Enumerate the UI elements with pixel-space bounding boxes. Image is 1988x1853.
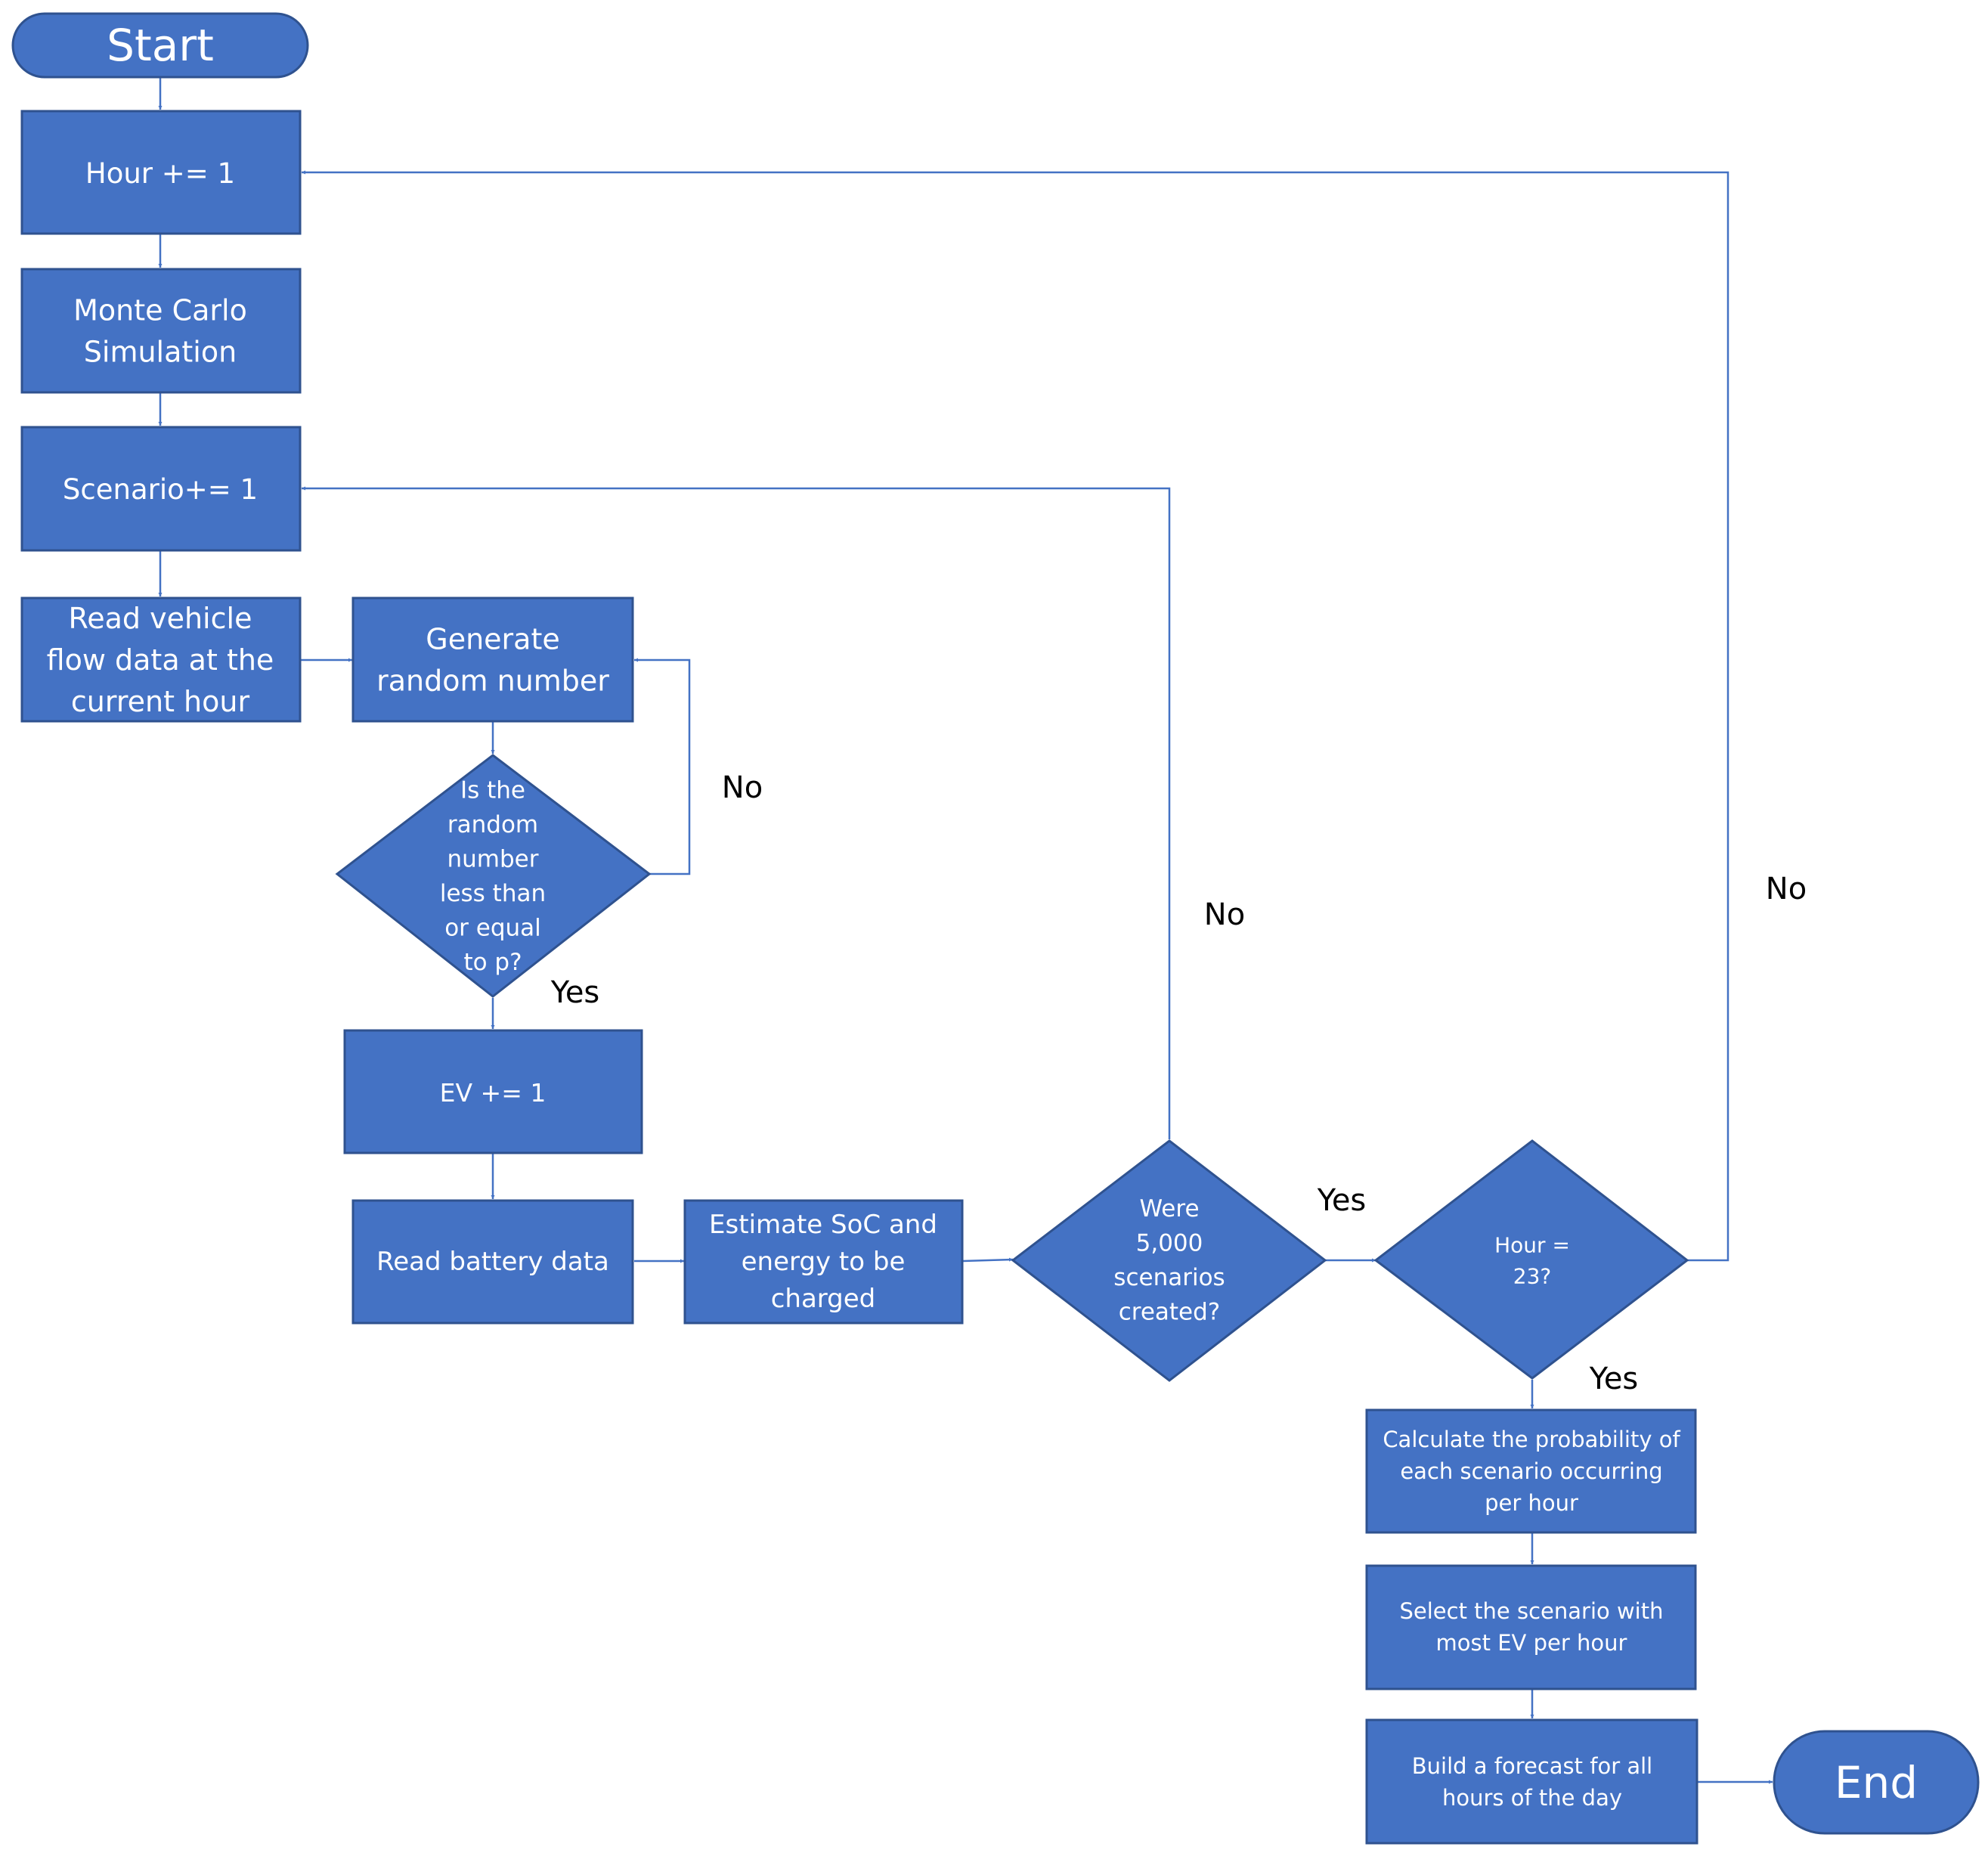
connector-check-no-loop (634, 658, 691, 875)
select-scenario-line: most EV per hour (1436, 1630, 1627, 1656)
check-scenarios-line: 5,000 (1136, 1229, 1203, 1257)
check-p-line: less than (440, 880, 546, 907)
ev-inc-line: EV += 1 (440, 1078, 547, 1108)
read-flow-line: current hour (71, 685, 250, 718)
check-scenarios-line: Were (1139, 1195, 1199, 1222)
shapes (11, 12, 1980, 1845)
check-hour-line: 23? (1513, 1263, 1552, 1288)
start-line: Start (107, 20, 214, 71)
hour-inc-line: Hour += 1 (85, 157, 235, 190)
hour-increment-box (20, 110, 302, 235)
gen-random-line: Generate (426, 623, 559, 656)
edge-label-random-yes: Yes (550, 975, 600, 1010)
end-label: End (1835, 1757, 1918, 1808)
connector-scenarios-no-loop (302, 486, 1171, 1139)
estimate-soc-line: energy to be (742, 1247, 906, 1277)
read-battery-line: Read battery data (376, 1247, 609, 1277)
read-flow-line: flow data at the (47, 643, 274, 677)
generate-random-label: Generate random number (376, 623, 609, 698)
monte-carlo-box (20, 268, 302, 394)
start-label: Start (107, 20, 214, 71)
end-terminal (1773, 1730, 1980, 1835)
build-forecast-label: Build a forecast for all hours of the day (1412, 1753, 1652, 1811)
build-forecast-box (1365, 1718, 1698, 1845)
ev-increment-label: EV += 1 (440, 1078, 547, 1108)
check-p-line: random (447, 811, 538, 838)
read-flow-line: Read vehicle (69, 602, 252, 635)
edge-label-scenarios-no: No (1204, 897, 1245, 932)
estimate-soc-line: charged (771, 1284, 876, 1314)
scenario-inc-line: Scenario+= 1 (63, 473, 258, 506)
estimate-soc-label: Estimate SoC and energy to be charged (709, 1210, 937, 1314)
scenario-increment-label: Scenario+= 1 (63, 473, 258, 506)
select-scenario-box (1365, 1564, 1697, 1690)
calc-probability-box (1365, 1408, 1697, 1534)
check-p-line: Is the (460, 776, 525, 804)
build-forecast-line: hours of the day (1442, 1785, 1622, 1811)
estimate-soc-box (683, 1199, 964, 1325)
calc-prob-line: each scenario occurring (1400, 1458, 1662, 1484)
estimate-soc-line: Estimate SoC and (709, 1210, 937, 1240)
hour-check-label: Hour = 23? (1494, 1232, 1570, 1288)
edge-labels: No Yes No Yes No Yes (550, 770, 1807, 1396)
edge-label-random-no: No (722, 770, 763, 805)
check-hour-line: Hour = (1494, 1232, 1570, 1257)
check-scenarios-line: scenarios (1113, 1264, 1225, 1291)
connector-hour-no-loop (302, 170, 1729, 1262)
connector-estimate-to-check-scenarios (962, 1257, 1014, 1263)
hour-increment-label: Hour += 1 (85, 157, 235, 190)
scenarios-check-label: Were 5,000 scenarios created? (1113, 1195, 1225, 1326)
build-forecast-line: Build a forecast for all (1412, 1753, 1652, 1779)
start-terminal (11, 12, 309, 79)
hour-check-diamond (1373, 1139, 1689, 1380)
connectors (158, 78, 1773, 1784)
random-check-diamond (335, 754, 652, 998)
edge-label-hour-yes: Yes (1589, 1362, 1639, 1396)
scenarios-check-diamond (1011, 1139, 1327, 1382)
check-p-line: to p? (463, 949, 522, 976)
edge-label-hour-no: No (1766, 872, 1807, 906)
calc-prob-line: per hour (1485, 1490, 1578, 1516)
check-p-line: number (447, 845, 539, 872)
monte-carlo-line: Monte Carlo (73, 294, 247, 327)
read-flow-label: Read vehicle flow data at the current hour (47, 602, 274, 718)
random-check-label: Is the random number less than or equal to p? (440, 776, 546, 976)
read-flow-box (20, 596, 302, 723)
read-battery-box (351, 1199, 634, 1325)
select-scenario-label: Select the scenario with most EV per hour (1399, 1598, 1663, 1656)
calc-prob-line: Calculate the probability of (1383, 1427, 1680, 1452)
scenario-increment-box (20, 426, 302, 552)
generate-random-box (351, 596, 634, 723)
select-scenario-line: Select the scenario with (1399, 1598, 1663, 1624)
monte-carlo-line: Simulation (84, 336, 237, 369)
gen-random-line: random number (376, 665, 609, 698)
calc-probability-label: Calculate the probability of each scenari… (1383, 1427, 1680, 1516)
ev-increment-box (343, 1029, 643, 1154)
check-scenarios-line: created? (1119, 1298, 1221, 1325)
check-p-line: or equal (444, 914, 541, 941)
read-battery-label: Read battery data (376, 1247, 609, 1277)
end-line: End (1835, 1757, 1918, 1808)
edge-label-scenarios-yes: Yes (1317, 1183, 1367, 1218)
